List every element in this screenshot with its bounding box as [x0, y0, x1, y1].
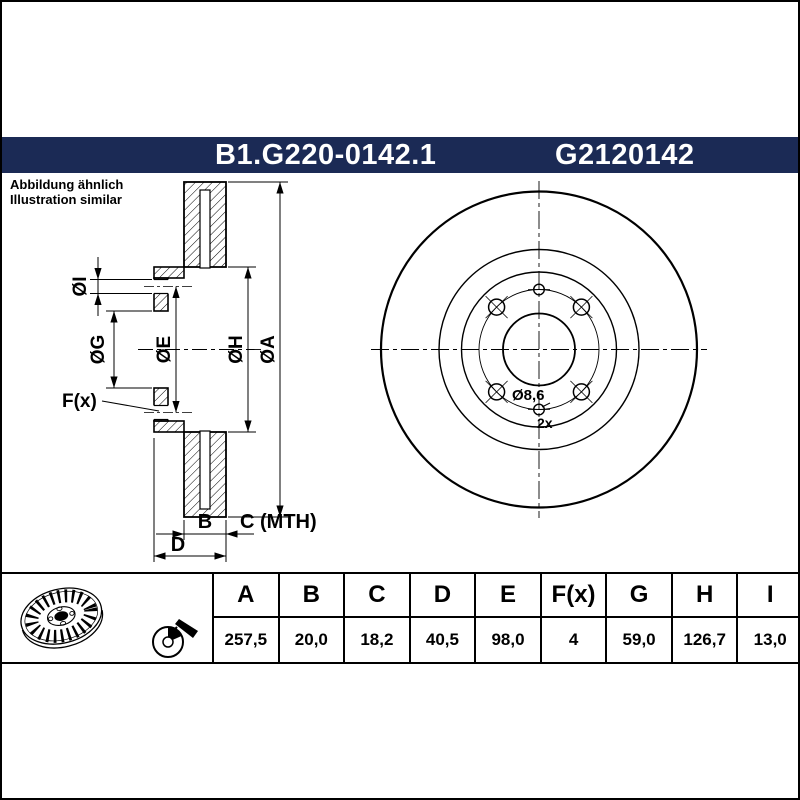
table-value-b: 20,0: [277, 618, 344, 662]
dim-label-c-mth: C (MTH): [240, 511, 317, 533]
table-value-e: 98,0: [474, 618, 540, 662]
note-line-english: Illustration similar: [10, 192, 122, 207]
hat-wall-top: [153, 266, 185, 279]
table-value-a: 257,5: [212, 618, 278, 662]
table-value-d: 40,5: [408, 618, 475, 662]
section-view: [138, 181, 264, 518]
dim-label-dia-a: ØA: [258, 335, 279, 364]
front-view: [371, 181, 707, 518]
disc-marking-icon: [152, 619, 198, 658]
bolt-hole-bottom-right: [570, 380, 593, 404]
table-header-b: B: [277, 574, 344, 618]
disc-isometric-drawing: [20, 587, 104, 649]
note-line-german: Abbildung ähnlich: [10, 177, 124, 192]
table-header-f: F(x): [539, 574, 606, 618]
dim-label-dia-g: ØG: [88, 335, 109, 365]
table-header-g: G: [605, 574, 671, 618]
vent-channel-top: [199, 189, 211, 269]
locating-hole-count-label: 2x: [537, 415, 553, 431]
dim-label-dia-h: ØH: [226, 335, 247, 364]
dim-label-d: D: [171, 534, 185, 556]
header-bar: B1.G220-0142.1 G2120142: [2, 137, 798, 173]
illustration-note: Abbildung ähnlich Illustration similar: [10, 177, 123, 207]
hat-wall-bottom: [153, 420, 185, 433]
table-header-h: H: [670, 574, 737, 618]
table-value-i: 13,0: [736, 618, 798, 662]
bolt-hole-top-left: [485, 295, 508, 319]
table-value-g: 59,0: [605, 618, 671, 662]
dim-label-f: F(x): [62, 391, 97, 412]
outer-diameter-circle: [379, 190, 699, 509]
hat-diameter-circle: [460, 271, 618, 428]
section-dimension-lines: [90, 181, 288, 562]
bolt-hole-top-right: [570, 295, 593, 319]
vent-channel-bottom: [199, 430, 211, 510]
center-bore-circle: [502, 312, 576, 387]
reference-number: G2120142: [555, 139, 695, 171]
part-number: B1.G220-0142.1: [215, 139, 437, 171]
table-value-c: 18,2: [343, 618, 409, 662]
table-header-a: A: [212, 574, 278, 618]
locating-hole-bottom: [528, 403, 550, 416]
table-header-e: E: [474, 574, 540, 618]
dimension-table: A B C D E F(x) G H I 257,5 20,0 18,2 40,…: [2, 572, 798, 664]
section-dimension-labels: ØI ØG ØE ØH ØA F(x) B C (MTH) D: [62, 276, 317, 556]
table-header-c: C: [343, 574, 409, 618]
locating-hole-top: [528, 283, 550, 296]
dim-label-dia-e: ØE: [154, 336, 175, 363]
table-value-f: 4: [539, 618, 606, 662]
locating-hole-diameter-label: Ø8,6: [512, 387, 545, 404]
dim-label-dia-i: ØI: [70, 276, 91, 296]
dim-label-b: B: [198, 511, 212, 533]
friction-surface-inner-circle: [438, 248, 640, 451]
table-image-cell: [2, 574, 212, 662]
technical-drawing: ØI ØG ØE ØH ØA F(x) B C (MTH) D: [62, 181, 707, 562]
front-view-labels: Ø8,6 2x: [512, 387, 553, 431]
locating-hole-leader: [541, 402, 551, 408]
table-header-i: I: [736, 574, 798, 618]
bolt-hole-bottom-left: [485, 380, 508, 404]
table-value-h: 126,7: [670, 618, 737, 662]
table-header-d: D: [408, 574, 475, 618]
